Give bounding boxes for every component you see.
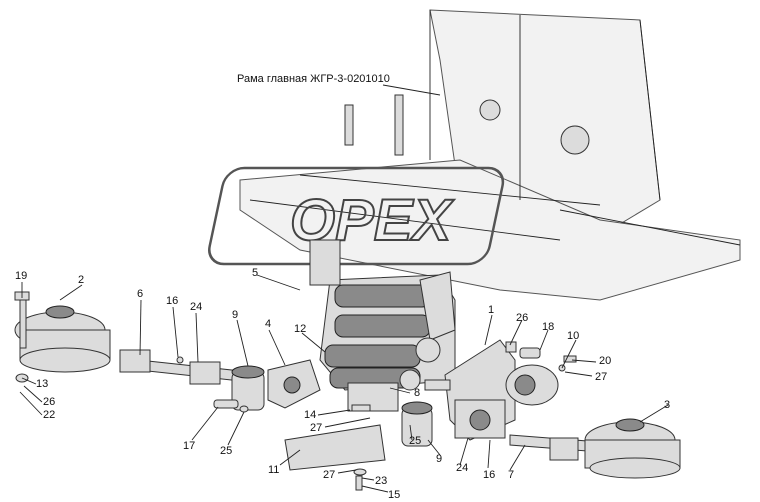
callout-1: 1 [488, 304, 494, 316]
right-driveshaft [509, 434, 601, 461]
callout-12: 12 [294, 323, 306, 335]
callout-10: 10 [567, 330, 579, 342]
callout-24b: 24 [456, 462, 468, 474]
callout-19: 19 [15, 270, 27, 282]
callout-4: 4 [265, 318, 271, 330]
callout-27c: 27 [323, 469, 335, 481]
spacer-right [401, 401, 433, 447]
callout-22: 22 [43, 409, 55, 421]
left-gearbox [14, 291, 111, 383]
callout-25b: 25 [409, 435, 421, 447]
callout-3: 3 [664, 399, 670, 411]
callout-27b: 27 [595, 371, 607, 383]
callout-25a: 25 [220, 445, 232, 457]
callout-2: 2 [78, 274, 84, 286]
callout-6: 6 [137, 288, 143, 300]
central-assembly [309, 239, 456, 412]
callout-9b: 9 [436, 453, 442, 465]
main-frame [239, 9, 741, 301]
callout-7: 7 [508, 469, 514, 481]
leader-lines [19, 84, 669, 493]
left-driveshaft [119, 349, 251, 385]
frame-caption: Рама главная ЖГР-3-0201010 [237, 73, 390, 85]
callout-15: 15 [388, 489, 400, 501]
callout-8: 8 [414, 387, 420, 399]
callout-27a: 27 [310, 422, 322, 434]
callout-16a: 16 [166, 295, 178, 307]
right-gearbox [584, 418, 681, 479]
callout-5: 5 [252, 267, 258, 279]
left-gear-unit [267, 359, 321, 409]
watermark-logo: OPEX [208, 166, 505, 266]
callout-18: 18 [542, 321, 554, 333]
callout-13: 13 [36, 378, 48, 390]
callout-16b: 16 [483, 469, 495, 481]
callout-26b: 26 [516, 312, 528, 324]
callout-17: 17 [183, 440, 195, 452]
callout-11: 11 [268, 464, 279, 476]
callout-9a: 9 [232, 309, 238, 321]
callout-23: 23 [375, 475, 387, 487]
shield-plate [284, 424, 386, 471]
callout-20: 20 [599, 355, 611, 367]
callout-24a: 24 [190, 301, 202, 313]
right-gear-unit [424, 339, 516, 441]
callout-14: 14 [304, 409, 316, 421]
callout-26a: 26 [43, 396, 55, 408]
pulley [505, 347, 559, 406]
bearing-housing [213, 365, 265, 413]
callouts: 19 2 6 16 24 9 4 12 5 1 26 18 10 20 27 3… [15, 267, 670, 501]
